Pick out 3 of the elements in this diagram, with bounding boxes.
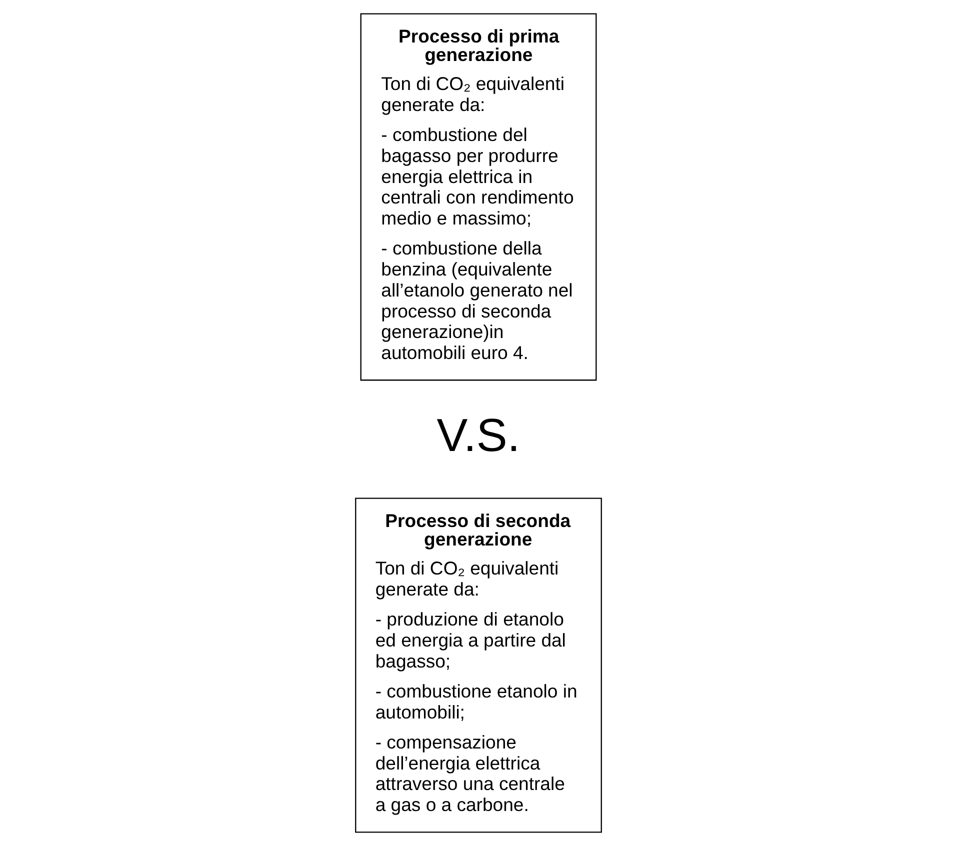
node-box: Processo di seconda generazione Ton di CO₂ equivalenti generate da: - produzione di etanolo ed energia a partire dal bagasso; - combustione etanolo in automobili; - compensazione dell’energia elettrica attraverso una centrale a gas o a carbone. — [354, 498, 602, 833]
label: V.S. — [436, 408, 520, 461]
node-box: Processo di prima generazione Ton di CO₂ equivalenti generate da: - combustione del bagasso per produrre energia elettrica in centrali con rendimento medio e massimo; - combustione della benzina (equivalente all’etanolo generato nel processo di seconda generazione)in automobili euro 4. — [360, 13, 596, 381]
